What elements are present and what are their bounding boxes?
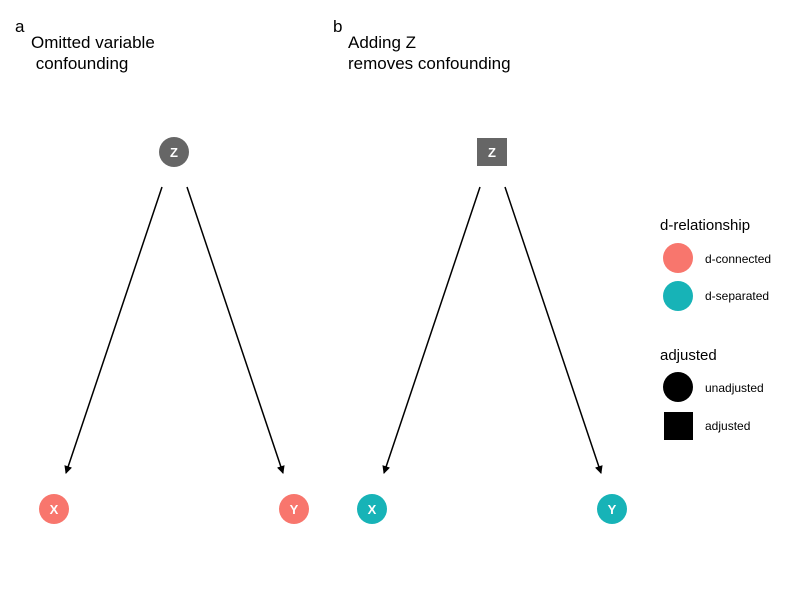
legend-key-adjusted <box>664 412 693 440</box>
node-z: Z <box>159 137 189 167</box>
legend-key-d-separated <box>663 281 693 311</box>
panel-title-line: Omitted variable <box>31 33 155 52</box>
node-label: X <box>50 502 59 517</box>
node-z-shape <box>159 137 189 167</box>
panel-title: Omitted variable confounding <box>31 33 160 73</box>
panel-b: b Adding Z removes confounding Z X Y <box>333 17 627 524</box>
node-x-shape <box>357 494 387 524</box>
panel-tag: b <box>333 17 342 36</box>
legend-label-d-separated: d-separated <box>705 289 769 303</box>
node-z: Z <box>477 138 507 166</box>
node-label: Y <box>608 502 617 517</box>
panel-title: Adding Z removes confounding <box>348 33 511 73</box>
node-x: X <box>39 494 69 524</box>
legend-label-d-connected: d-connected <box>705 252 771 266</box>
edge-z-to-y <box>186 186 285 474</box>
node-y-shape <box>279 494 309 524</box>
legend-label-unadjusted: unadjusted <box>705 381 764 395</box>
edge-z-to-x <box>64 186 163 474</box>
panel-a: a Omitted variable confounding Z X Y <box>15 17 309 524</box>
node-x: X <box>357 494 387 524</box>
node-z-shape <box>477 138 507 166</box>
legend-title-adjusted: adjusted <box>660 347 717 364</box>
edge-z-to-x <box>382 186 481 474</box>
node-label: Z <box>488 145 496 160</box>
panel-title-line: removes confounding <box>348 54 511 73</box>
legend-label-adjusted: adjusted <box>705 419 750 433</box>
legend-key-d-connected <box>663 243 693 273</box>
legend-title-relationship: d-relationship <box>660 217 750 234</box>
edge-z-to-y <box>504 186 603 474</box>
node-x-shape <box>39 494 69 524</box>
legend: d-relationship d-connected d-separated a… <box>660 217 771 440</box>
node-y: Y <box>279 494 309 524</box>
node-label: Z <box>170 145 178 160</box>
legend-key-unadjusted <box>663 372 693 402</box>
panel-tag: a <box>15 17 25 36</box>
node-y-shape <box>597 494 627 524</box>
node-label: Y <box>290 502 299 517</box>
panel-title-line: Adding Z <box>348 33 416 52</box>
node-y: Y <box>597 494 627 524</box>
panel-title-line: confounding <box>31 54 128 73</box>
node-label: X <box>368 502 377 517</box>
